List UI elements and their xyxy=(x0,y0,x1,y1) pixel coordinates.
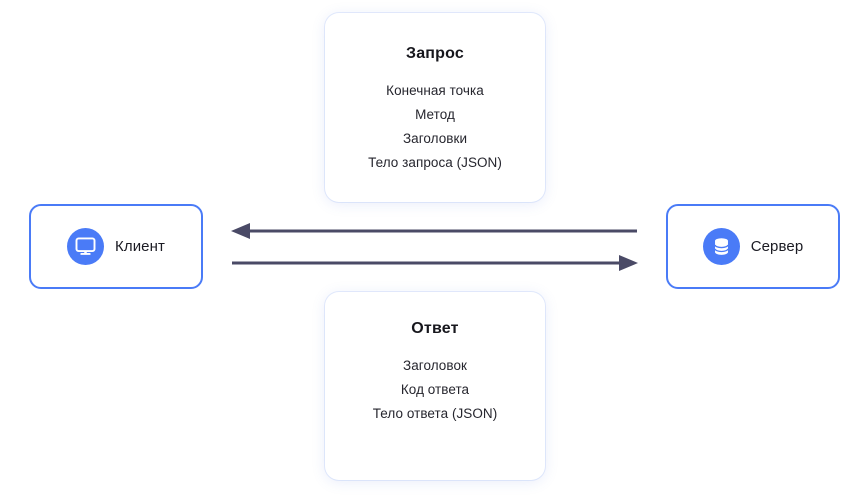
request-card-lines: Конечная точка Метод Заголовки Тело запр… xyxy=(325,80,545,173)
response-arrow xyxy=(231,223,637,239)
response-card-title: Ответ xyxy=(411,320,459,337)
request-line-body: Тело запроса (JSON) xyxy=(368,155,502,170)
client-node-label: Клиент xyxy=(115,238,165,255)
server-node: Сервер xyxy=(666,204,840,289)
server-node-content: Сервер xyxy=(702,228,804,265)
request-line-method: Метод xyxy=(415,107,455,122)
request-line-endpoint: Конечная точка xyxy=(386,83,484,98)
request-line-headers: Заголовки xyxy=(402,131,468,146)
request-card: Запрос Конечная точка Метод Заголовки Те… xyxy=(325,13,545,202)
response-card-lines: Заголовок Код ответа Тело ответа (JSON) xyxy=(325,355,545,424)
client-node-content: Клиент xyxy=(67,228,165,265)
request-card-title: Запрос xyxy=(405,45,465,62)
request-arrow xyxy=(232,255,638,271)
server-node-label: Сервер xyxy=(750,238,804,255)
database-icon xyxy=(702,228,740,265)
response-card: Ответ Заголовок Код ответа Тело ответа (… xyxy=(325,292,545,480)
response-line-status-code: Код ответа xyxy=(400,382,470,397)
client-node: Клиент xyxy=(29,204,203,289)
monitor-icon xyxy=(67,228,105,265)
response-line-body: Тело ответа (JSON) xyxy=(372,406,498,421)
response-line-header: Заголовок xyxy=(403,358,467,373)
